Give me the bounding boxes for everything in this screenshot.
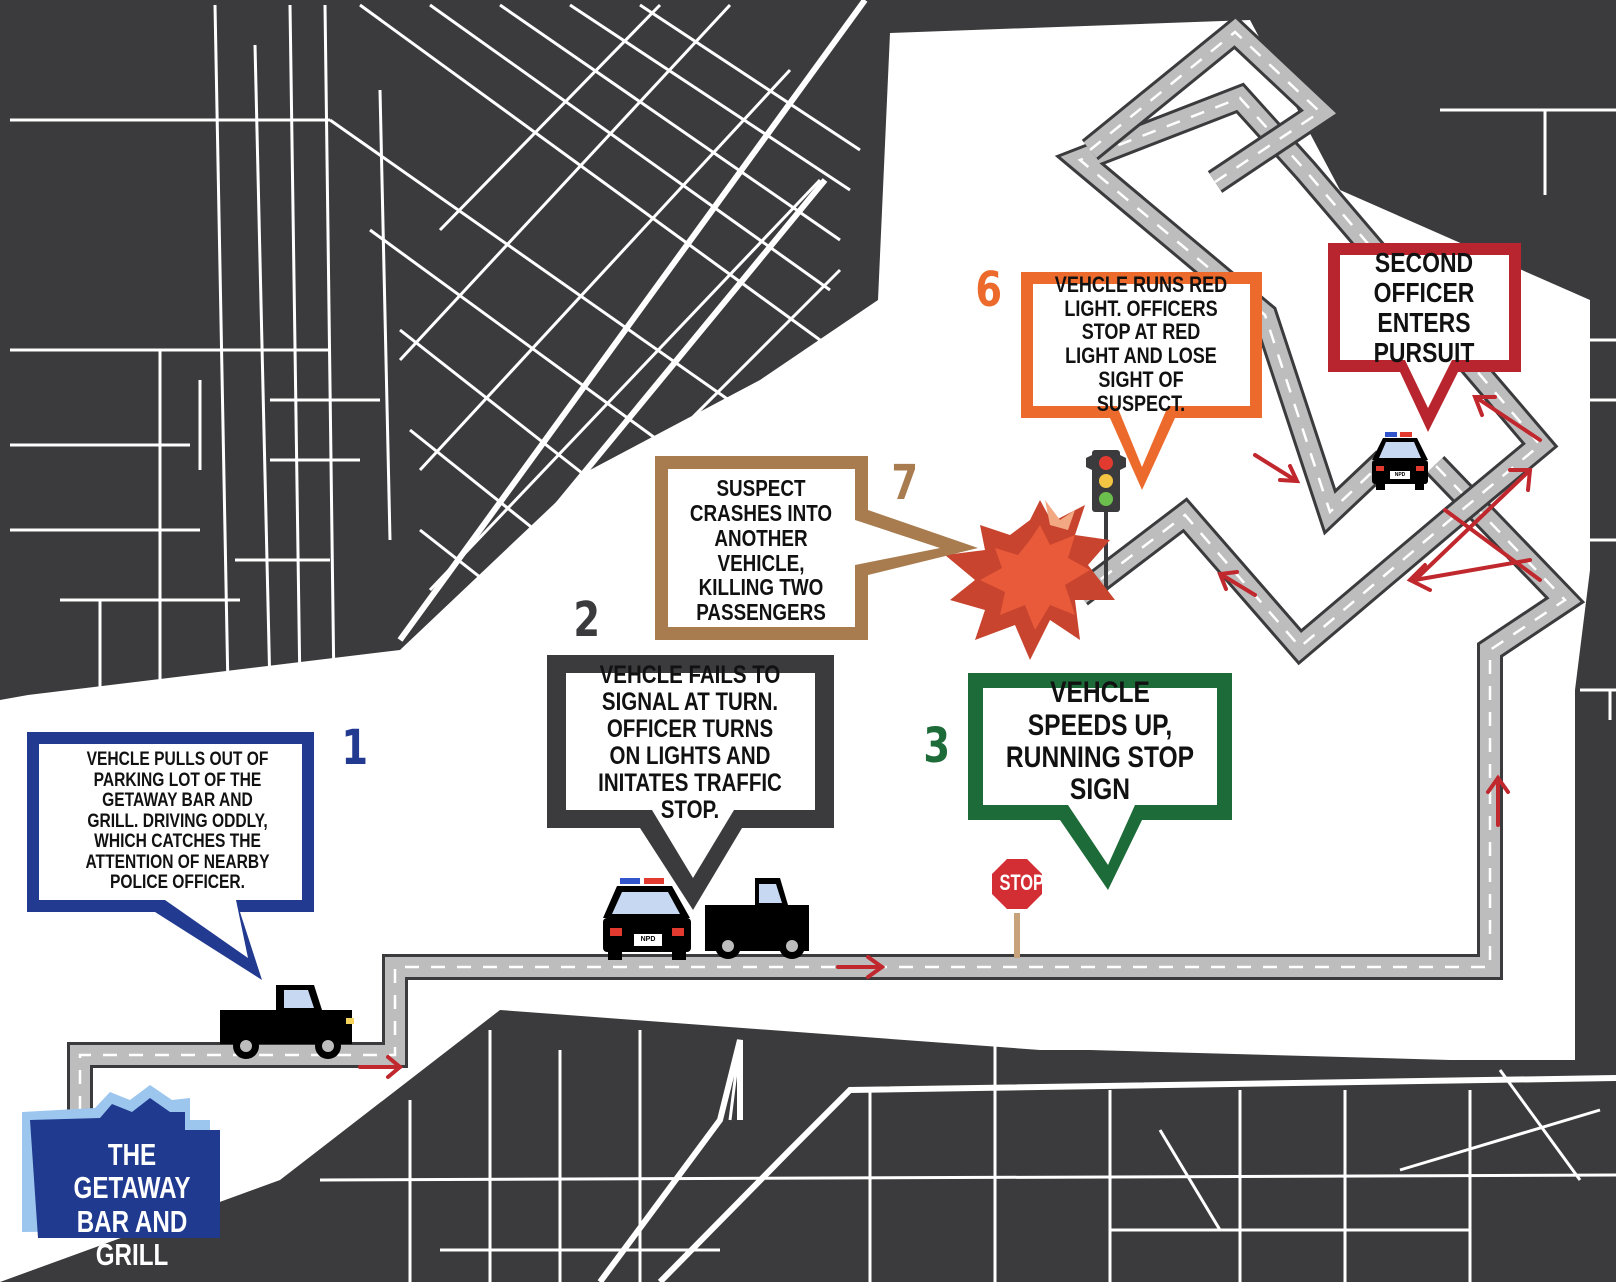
- step-1-description: VEHCLE PULLS OUT OF PARKING LOT OF THE G…: [85, 749, 270, 894]
- step-3-number: 3: [923, 718, 951, 774]
- explosion-icon: [945, 500, 1115, 660]
- step-6-number: 6: [975, 262, 1003, 318]
- callout-3-frame: [968, 673, 1232, 890]
- pickup-truck-icon: [705, 878, 809, 959]
- callout-2-frame: [547, 655, 834, 910]
- building-name-line-2: BAR AND GRILL: [76, 1203, 188, 1273]
- street-grid-east: [1440, 108, 1616, 720]
- stop-sign-icon: [988, 855, 1046, 958]
- police-plate: NPD: [640, 936, 656, 943]
- pursuit-description: SECOND OFFICER ENTERS PURSUIT: [1373, 247, 1475, 368]
- highways-south: [597, 1039, 1616, 1282]
- step-2-description: VEHCLE FAILS TO SIGNAL AT TURN. OFFICER …: [598, 661, 782, 823]
- police-car-icon: [603, 878, 691, 960]
- direction-arrows: [358, 395, 1542, 1079]
- arrow-se: [1253, 453, 1301, 484]
- building-name-line-1: THE GETAWAY: [73, 1137, 191, 1206]
- arrow-crossing-2: [1406, 558, 1532, 592]
- police-plate: NPD: [1394, 472, 1406, 478]
- callout-6-frame: [1021, 272, 1262, 490]
- arrow-crossing-1: [1413, 468, 1533, 582]
- pickup-truck-icon: [220, 985, 354, 1059]
- building-name: THE GETAWAY BAR AND GRILL: [70, 1138, 195, 1272]
- step-6-description: VEHCLE RUNS RED LIGHT. OFFICERS STOP AT …: [1055, 272, 1227, 415]
- police-car-icon: [1372, 432, 1428, 490]
- callout-7-frame: [655, 456, 978, 640]
- step-1-number: 1: [341, 720, 369, 776]
- callout-1-frame: [27, 732, 314, 980]
- step-7-number: 7: [891, 455, 919, 511]
- step-3-description: VEHCLE SPEEDS UP, RUNNING STOP SIGN: [1005, 677, 1195, 807]
- arrow-north: [1486, 774, 1510, 827]
- building-icon: [22, 1085, 220, 1238]
- arrow-west: [1217, 570, 1257, 597]
- stop-sign-label: STOP: [999, 870, 1045, 895]
- arrow-ne: [1472, 395, 1542, 442]
- step-2-number: 2: [573, 592, 601, 648]
- arrow-crossing-3: [1443, 508, 1542, 582]
- step-7-description: SUSPECT CRASHES INTO ANOTHER VEHICLE, KI…: [689, 475, 833, 626]
- callout-pursuit-frame: [1328, 243, 1521, 432]
- arrow-east-1: [358, 1055, 404, 1079]
- route-path: [67, 14, 1586, 1110]
- street-grid-west: [10, 3, 861, 691]
- street-grid-south: [319, 1030, 1616, 1282]
- arrow-east-2: [836, 955, 886, 979]
- traffic-light-icon: [1086, 450, 1126, 595]
